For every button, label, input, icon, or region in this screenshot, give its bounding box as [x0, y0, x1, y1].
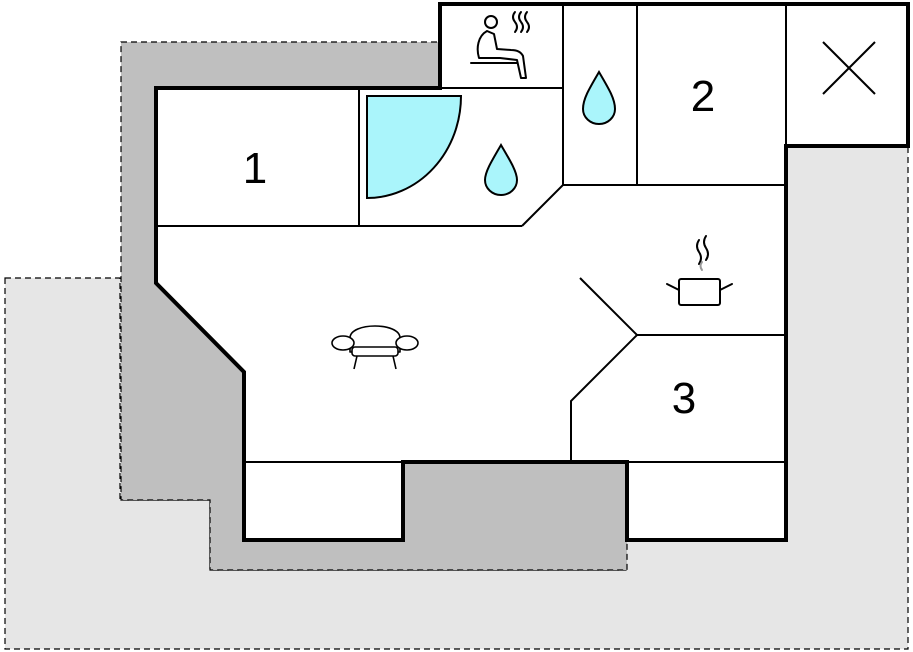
interior-walls — [156, 4, 787, 463]
water-drop-icon — [483, 143, 519, 196]
building-outline — [154, 2, 910, 542]
water-drop-icon — [581, 70, 617, 125]
terrace-dark — [120, 41, 628, 571]
room-2-label: 2 — [691, 72, 715, 121]
cross-icon — [822, 41, 876, 95]
cooking-pot-icon — [666, 235, 733, 306]
sofa-icon — [331, 325, 419, 370]
room-3-label: 3 — [672, 374, 696, 423]
shower-icon — [366, 95, 463, 200]
room-1-label: 1 — [243, 144, 267, 193]
sauna-icon — [470, 11, 530, 79]
